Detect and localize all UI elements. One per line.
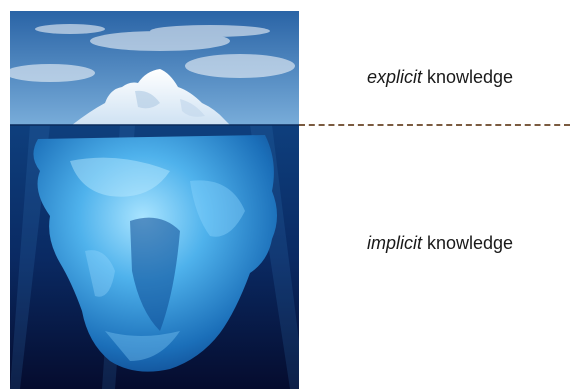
ice-details [70, 157, 245, 361]
clouds [10, 24, 295, 82]
explicit-knowledge-text: knowledge [421, 67, 514, 87]
implicit-term: implicit [366, 233, 422, 253]
waterline-divider [299, 124, 570, 126]
iceberg-image [10, 11, 299, 389]
implicit-knowledge-label: implicit knowledge [310, 233, 570, 254]
implicit-knowledge-text: knowledge [421, 233, 514, 253]
explicit-knowledge-label: explicit knowledge [310, 67, 570, 88]
explicit-term: explicit [366, 67, 422, 87]
